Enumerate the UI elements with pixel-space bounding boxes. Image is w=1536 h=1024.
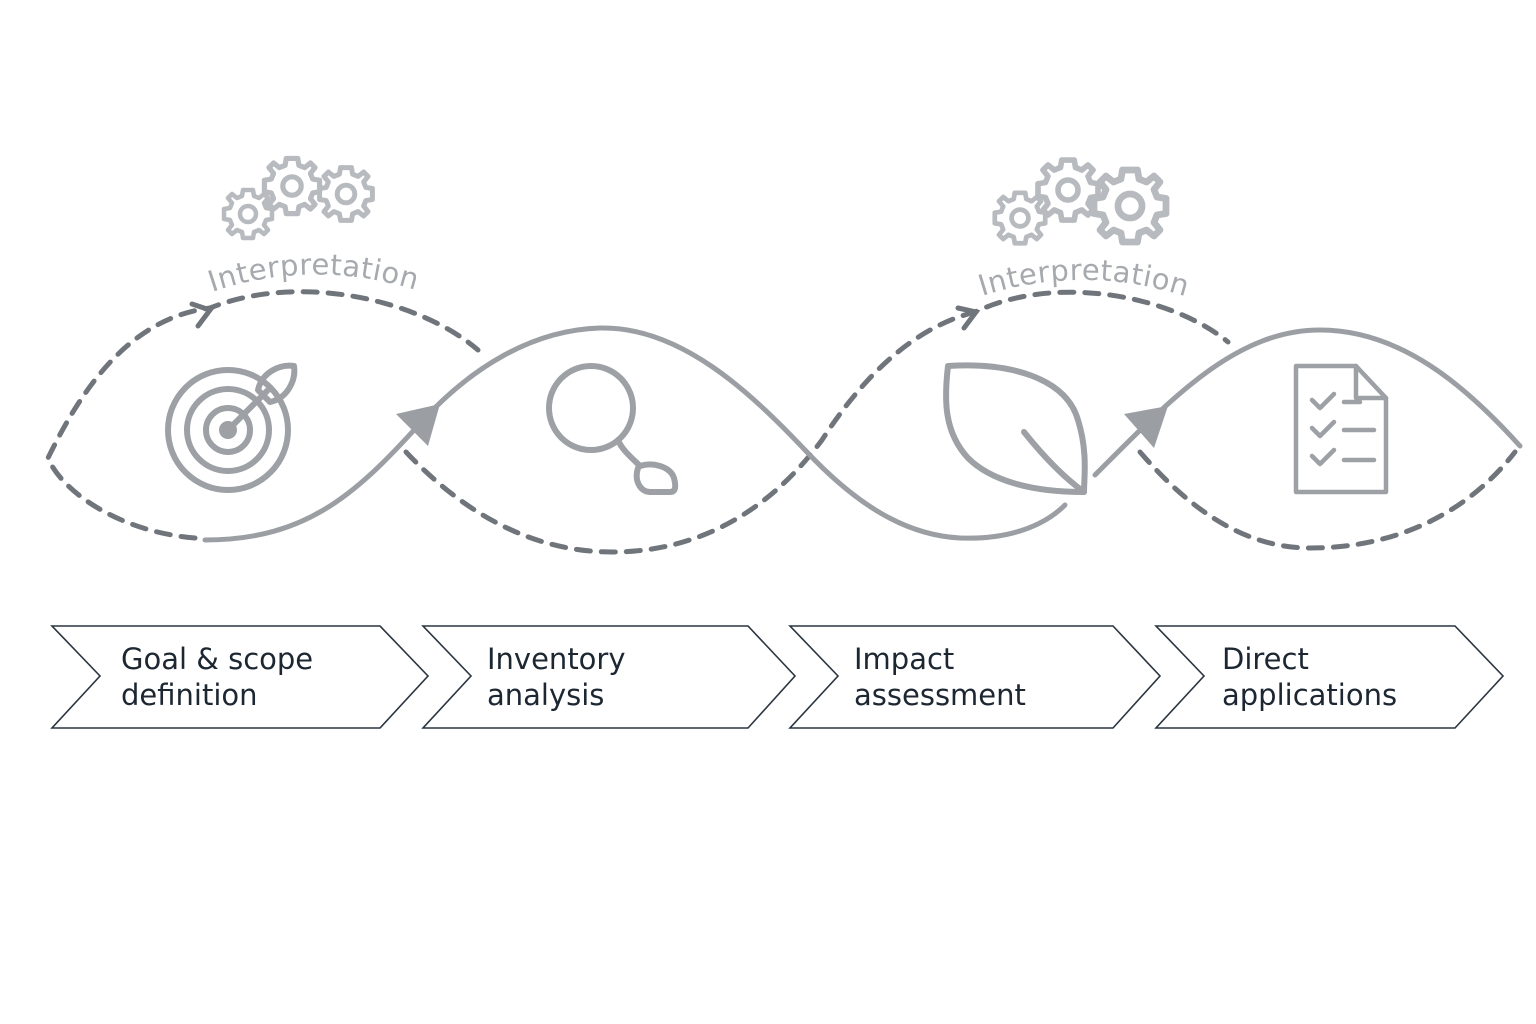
gears-icon bbox=[995, 160, 1166, 243]
dashed-interpretation-wave bbox=[45, 289, 481, 541]
dashed-interpretation-wave bbox=[1137, 449, 1518, 551]
step-label-line1: Inventory bbox=[487, 642, 626, 676]
target-icon bbox=[165, 362, 298, 493]
step-label-line1: Goal & scope bbox=[121, 642, 313, 676]
step-label-line2: assessment bbox=[854, 678, 1026, 712]
document-checklist-icon bbox=[1293, 363, 1389, 495]
gears-icon bbox=[224, 158, 372, 238]
flow-arrowhead bbox=[1124, 406, 1168, 448]
dashed-arrowhead bbox=[189, 301, 215, 329]
dashed-arrowhead bbox=[955, 305, 981, 331]
step-chevron: Direct applications bbox=[1154, 625, 1505, 729]
interpretation-label-right: Interpretation bbox=[974, 253, 1193, 303]
step-label-line2: analysis bbox=[487, 678, 604, 712]
step-label-line2: definition bbox=[121, 678, 258, 712]
leaf-icon bbox=[943, 362, 1088, 495]
magnifier-icon bbox=[546, 363, 679, 495]
step-label-line2: applications bbox=[1222, 678, 1397, 712]
flow-arrowhead bbox=[396, 404, 440, 446]
step-chevron: Impact assessment bbox=[788, 625, 1162, 729]
solid-flow-wave bbox=[1092, 327, 1523, 478]
step-chevron: Inventory analysis bbox=[421, 625, 797, 729]
step-label-line1: Impact bbox=[854, 642, 954, 676]
dashed-interpretation-wave bbox=[403, 289, 1231, 555]
step-chevron: Goal & scope definition bbox=[50, 625, 430, 729]
step-label-line1: Direct bbox=[1222, 642, 1309, 676]
solid-flow-wave bbox=[202, 325, 1068, 543]
